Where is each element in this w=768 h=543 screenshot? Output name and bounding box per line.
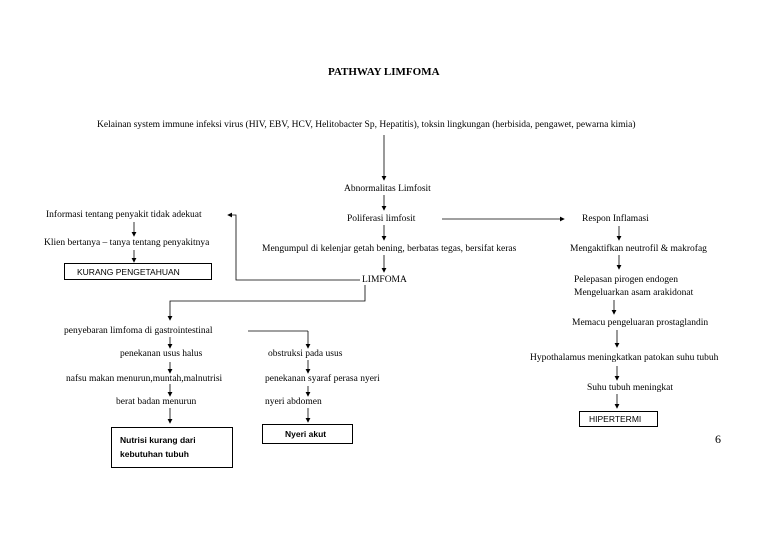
box-kurang-pengetahuan: KURANG PENGETAHUAN [64, 263, 212, 280]
node-penyebaran: penyebaran limfoma di gastrointestinal [64, 326, 213, 336]
arrow-limfoma-penyebaran [167, 285, 366, 321]
node-suhu: Suhu tubuh meningkat [587, 383, 674, 393]
node-abnormalitas: Abnormalitas Limfosit [344, 184, 431, 194]
node-hypothalamus: Hypothalamus meningkatkan patokan suhu t… [530, 353, 719, 363]
arrow-limfoma-informasi [227, 212, 360, 281]
node-cause: Kelainan system immune infeksi virus (HI… [97, 120, 636, 130]
page-number: 6 [715, 432, 721, 446]
node-respon-inflamasi: Respon Inflamasi [582, 214, 649, 224]
node-asam: Mengeluarkan asam arakidonat [574, 288, 694, 298]
node-nyeri-abdomen: nyeri abdomen [265, 397, 322, 407]
box-hipertermi: HIPERTERMI [579, 411, 658, 427]
node-syaraf: penekanan syaraf perasa nyeri [265, 374, 380, 384]
node-informasi: Informasi tentang penyakit tidak adekuat [46, 210, 202, 220]
node-nafsu: nafsu makan menurun,muntah,malnutrisi [66, 374, 223, 384]
box-nutrisi-label: Nutrisi kurang dari kebutuhan tubuh [120, 435, 196, 459]
box-nutrisi: Nutrisi kurang dari kebutuhan tubuh [111, 427, 233, 468]
node-prostaglandin: Memacu pengeluaran prostaglandin [572, 318, 709, 328]
box-kurang-pengetahuan-label: KURANG PENGETAHUAN [77, 267, 180, 277]
node-obstruksi: obstruksi pada usus [268, 349, 343, 359]
node-klien: Klien bertanya – tanya tentang penyakitn… [44, 238, 210, 248]
node-proliferasi: Poliferasi limfosit [347, 214, 416, 224]
node-pirogen: Pelepasan pirogen endogen [574, 275, 678, 285]
node-mengumpul: Mengumpul di kelenjar getah bening, berb… [262, 244, 517, 254]
node-limfoma: LIMFOMA [362, 275, 407, 285]
node-penekanan-usus: penekanan usus halus [120, 349, 203, 359]
node-berat: berat badan menurun [116, 397, 197, 407]
diagram-title: PATHWAY LIMFOMA [328, 66, 440, 78]
box-nyeri-akut: Nyeri akut [262, 424, 353, 444]
node-neutrofil: Mengaktifkan neutrofil & makrofag [570, 244, 707, 254]
box-nyeri-akut-label: Nyeri akut [285, 429, 327, 439]
box-hipertermi-label: HIPERTERMI [589, 414, 642, 424]
